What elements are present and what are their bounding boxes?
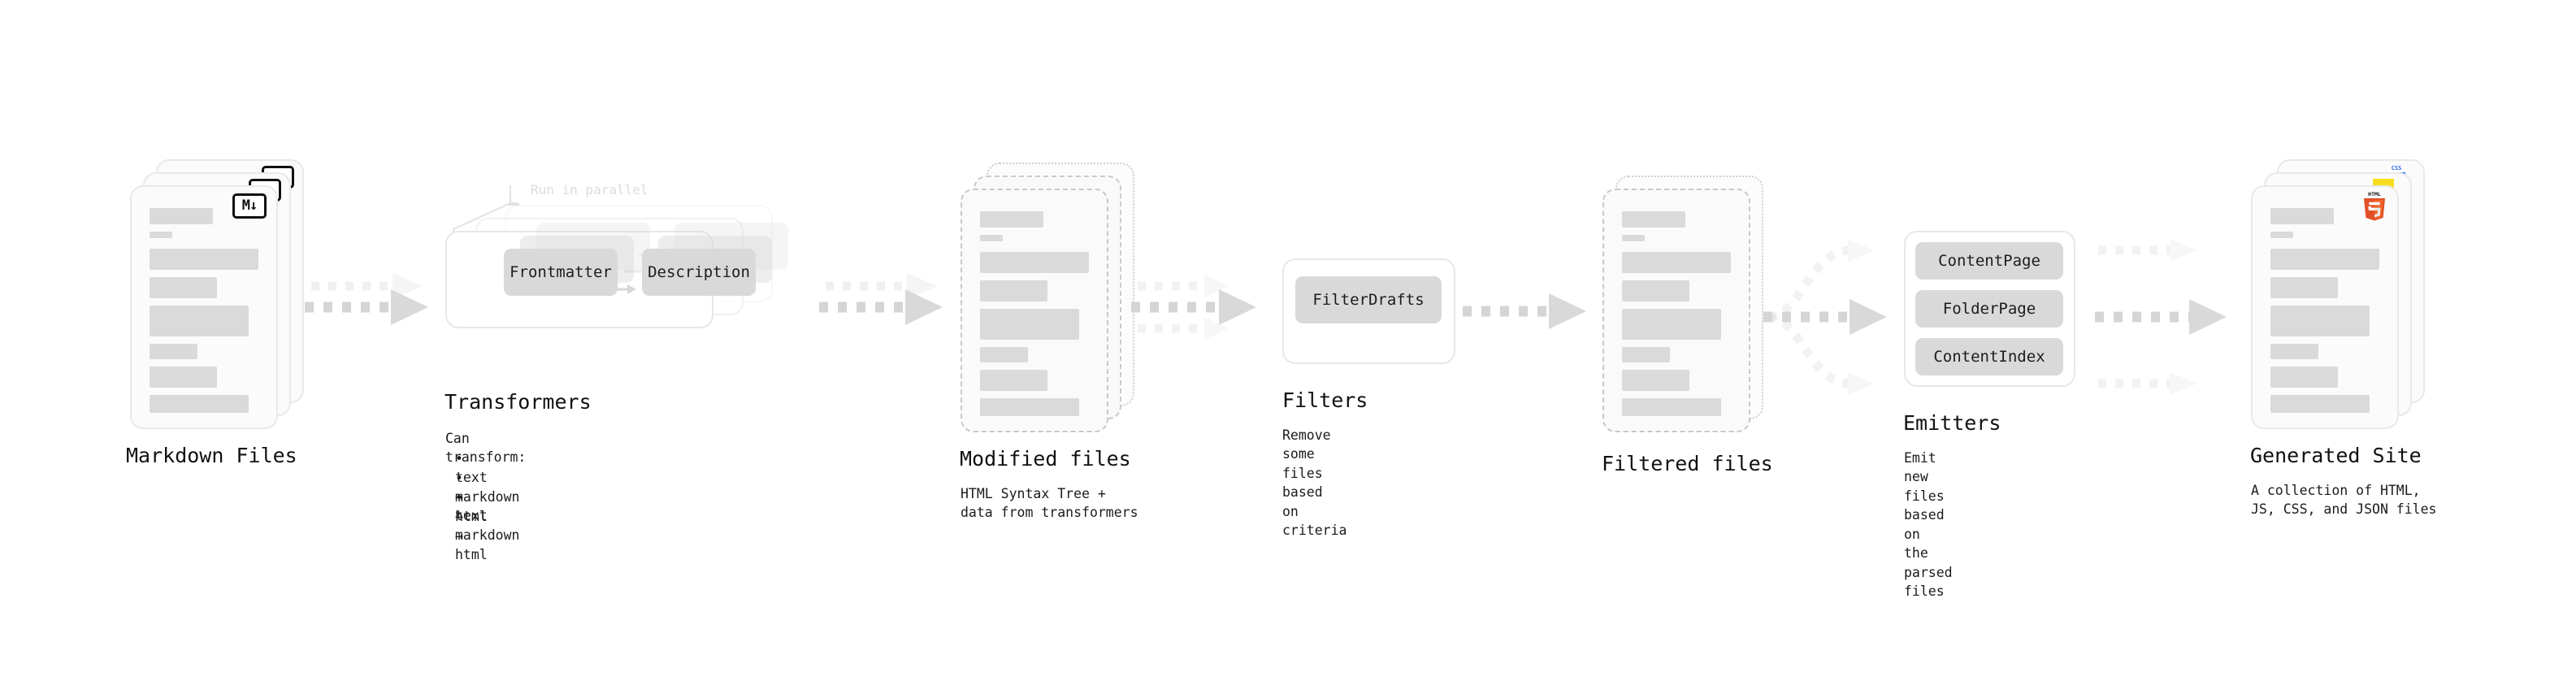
transformer-chip-frontmatter[interactable]: Frontmatter xyxy=(504,249,618,296)
stage-generated-site: CSS HTML xyxy=(2250,159,2438,517)
filtered-doc-front xyxy=(1602,189,1750,432)
modified-doc-front xyxy=(961,189,1108,432)
stage-markdown-files: M↓ M↓ M↓ Markdown Files xyxy=(126,159,317,467)
connector-emitters-to-site xyxy=(2095,232,2266,403)
transformers-bullet-2: • html → html xyxy=(455,490,488,563)
svg-text:HTML: HTML xyxy=(2368,191,2381,197)
transformers-bullet-1: • markdown → markdown xyxy=(455,471,520,544)
emitter-chip-folderpage[interactable]: FolderPage xyxy=(1915,290,2063,327)
stage-title-filters: Filters xyxy=(1282,388,1368,412)
connector-filters-to-filtered xyxy=(1463,288,1601,337)
filtered-doc-stack xyxy=(1602,176,1781,444)
stage-subtitle-filters: Remove some files based on criteria xyxy=(1282,427,1347,539)
stage-title-markdown-files: Markdown Files xyxy=(126,444,297,467)
stage-title-emitters: Emitters xyxy=(1903,411,2001,435)
connector-modified-to-filters xyxy=(1131,268,1261,349)
connector-transformers-to-modified xyxy=(819,268,949,349)
emitter-chip-contentpage[interactable]: ContentPage xyxy=(1915,242,2063,280)
markdown-doc-front: M↓ xyxy=(130,185,278,429)
stage-filtered-files: Filtered files xyxy=(1602,176,1781,475)
modified-doc-stack xyxy=(961,163,1147,432)
stage-title-modified-files: Modified files xyxy=(960,447,1131,471)
doc-skeleton xyxy=(1622,211,1731,423)
stage-title-filtered-files: Filtered files xyxy=(1602,452,1773,475)
connector-filtered-to-emitters xyxy=(1763,232,1926,403)
html5-icon: HTML xyxy=(2361,190,2387,223)
doc-skeleton xyxy=(2270,208,2379,420)
transformers-bullet-0: • text → text xyxy=(455,451,488,524)
stage-subtitle-modified-files: HTML Syntax Tree + data from transformer… xyxy=(961,486,1138,521)
transformer-chip-description[interactable]: Description xyxy=(642,249,756,296)
site-doc-stack: CSS HTML xyxy=(2251,159,2438,429)
stage-subtitle-transformers: Can transform: xyxy=(445,431,527,466)
filter-chip-filterdrafts[interactable]: FilterDrafts xyxy=(1295,276,1442,323)
doc-skeleton xyxy=(150,208,258,420)
stage-modified-files: Modified files HTML Syntax Tree + data f… xyxy=(960,163,1147,520)
connector-markdown-to-transformers xyxy=(305,268,435,349)
markdown-icon: M↓ xyxy=(232,193,267,219)
stage-title-generated-site: Generated Site xyxy=(2250,444,2422,467)
stage-subtitle-emitters: Emit new files based on the parsed files xyxy=(1904,450,1953,599)
markdown-doc-stack: M↓ M↓ M↓ xyxy=(130,159,317,429)
site-doc-front-html: HTML xyxy=(2251,185,2399,429)
stage-subtitle-generated-site: A collection of HTML, JS, CSS, and JSON … xyxy=(2251,483,2437,518)
doc-skeleton xyxy=(980,211,1089,423)
stage-title-transformers: Transformers xyxy=(445,390,592,414)
run-in-parallel-label: Run in parallel xyxy=(531,182,648,197)
emitter-chip-contentindex[interactable]: ContentIndex xyxy=(1915,338,2063,375)
